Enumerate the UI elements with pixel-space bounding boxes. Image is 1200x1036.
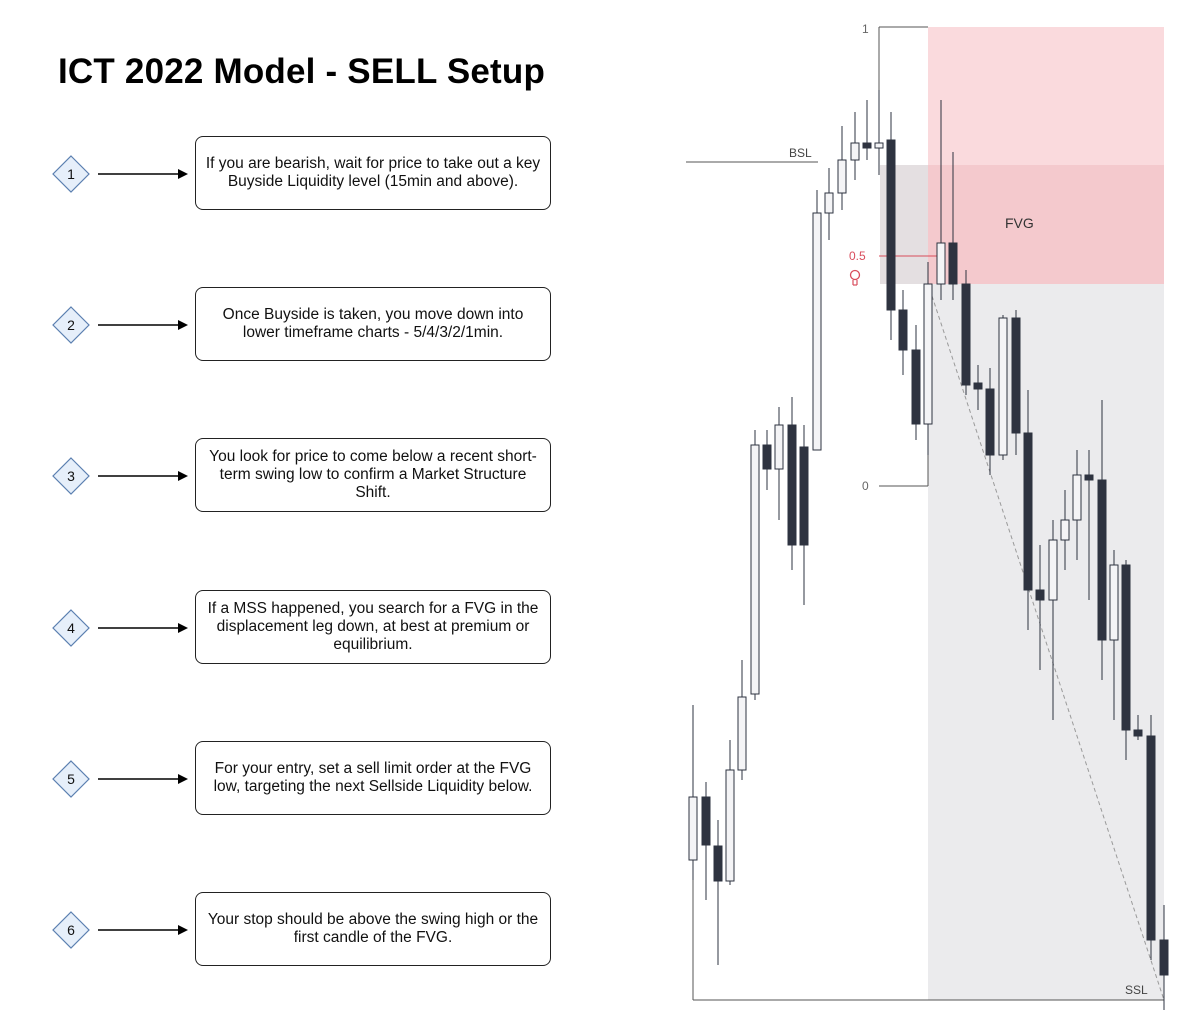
step-number: 3 [67, 468, 75, 484]
bearish-candle-3 [713, 845, 723, 882]
bullish-candle-5 [737, 696, 747, 771]
bullish-candle-11 [812, 212, 822, 451]
step-3: 3 You look for price to come below a rece… [0, 438, 600, 518]
bearish-candle-7 [762, 444, 772, 470]
step-number-diamond: 5 [52, 760, 90, 798]
bullish-candle-8 [774, 424, 784, 470]
step-number-diamond: 4 [52, 609, 90, 647]
step-number: 1 [67, 166, 75, 182]
bullish-candle-35 [1109, 564, 1119, 641]
bearish-candle-38 [1146, 735, 1156, 941]
bullish-candle-16 [874, 142, 884, 149]
step-5: 5 For your entry, set a sell limit order … [0, 741, 600, 821]
bearish-candle-17 [886, 139, 896, 311]
bullish-candle-31 [1060, 519, 1070, 541]
page-title: ICT 2022 Model - SELL Setup [58, 52, 546, 91]
bsl-label: BSL [789, 146, 812, 160]
step-text-box: For your entry, set a sell limit order a… [195, 741, 551, 815]
step-number: 5 [67, 771, 75, 787]
fib-half-label: 0.5 [849, 249, 866, 263]
bearish-candle-15 [862, 142, 872, 149]
bearish-candle-23 [961, 283, 971, 386]
discount-zone [928, 284, 1164, 1000]
bearish-candle-33 [1084, 474, 1094, 481]
bearish-candle-29 [1035, 589, 1045, 601]
bullish-candle-30 [1048, 539, 1058, 601]
step-text: For your entry, set a sell limit order a… [213, 760, 533, 795]
step-6: 6 Your stop should be above the swing hig… [0, 892, 600, 972]
bullish-candle-1 [688, 796, 698, 861]
bearish-candle-19 [911, 349, 921, 425]
bearish-candle-10 [799, 446, 809, 546]
arrow-right-icon [98, 317, 190, 333]
bullish-candle-4 [725, 769, 735, 882]
bullish-candle-13 [837, 159, 847, 194]
bearish-candle-2 [701, 796, 711, 846]
bullish-candle-32 [1072, 474, 1082, 521]
bullish-candle-20 [923, 283, 933, 425]
bullish-candle-12 [824, 192, 834, 214]
bullish-candle-21 [936, 242, 946, 285]
step-4: 4 If a MSS happened, you search for a FVG… [0, 590, 600, 670]
step-1: 1 If you are bearish, wait for price to t… [0, 136, 600, 216]
lightbulb-icon [849, 269, 861, 286]
bullish-candle-6 [750, 444, 760, 695]
bearish-candle-37 [1133, 729, 1143, 737]
step-text: If you are bearish, wait for price to ta… [205, 155, 541, 190]
arrow-right-icon [98, 468, 190, 484]
bullish-candle-14 [850, 142, 860, 161]
fib-0-label: 0 [862, 479, 869, 493]
step-number: 6 [67, 922, 75, 938]
bearish-candle-36 [1121, 564, 1131, 731]
step-text-box: Once Buyside is taken, you move down int… [195, 287, 551, 361]
step-2: 2 Once Buyside is taken, you move down in… [0, 287, 600, 367]
bearish-candle-25 [985, 388, 995, 456]
bearish-candle-22 [948, 242, 958, 285]
step-text: If a MSS happened, you search for a FVG … [207, 600, 539, 653]
arrow-right-icon [98, 922, 190, 938]
fvg-label: FVG [1005, 215, 1034, 231]
ssl-label: SSL [1125, 983, 1148, 997]
step-text-box: If you are bearish, wait for price to ta… [195, 136, 551, 210]
arrow-right-icon [98, 620, 190, 636]
bearish-candle-39 [1159, 939, 1169, 976]
bullish-candle-26 [998, 317, 1008, 456]
step-text: Your stop should be above the swing high… [207, 911, 539, 946]
step-number: 2 [67, 317, 75, 333]
premium-zone [928, 27, 1164, 165]
fvg-zone-left-extension [880, 165, 928, 284]
step-number-diamond: 2 [52, 306, 90, 344]
step-number-diamond: 1 [52, 155, 90, 193]
projection-dashed-line [931, 295, 1165, 1001]
arrow-right-icon [98, 166, 190, 182]
step-number-diamond: 6 [52, 911, 90, 949]
arrow-right-icon [98, 771, 190, 787]
bearish-candle-28 [1023, 432, 1033, 591]
bearish-candle-18 [898, 309, 908, 351]
step-text-box: You look for price to come below a recen… [195, 438, 551, 512]
bearish-candle-9 [787, 424, 797, 546]
step-number-diamond: 3 [52, 457, 90, 495]
bearish-candle-24 [973, 382, 983, 390]
step-text: Once Buyside is taken, you move down int… [222, 306, 524, 341]
step-text: You look for price to come below a recen… [209, 448, 537, 501]
fib-1-label: 1 [862, 22, 869, 36]
step-text-box: Your stop should be above the swing high… [195, 892, 551, 966]
fvg-zone [928, 165, 1164, 284]
step-text-box: If a MSS happened, you search for a FVG … [195, 590, 551, 664]
bearish-candle-27 [1011, 317, 1021, 434]
bearish-candle-34 [1097, 479, 1107, 641]
step-number: 4 [67, 620, 75, 636]
